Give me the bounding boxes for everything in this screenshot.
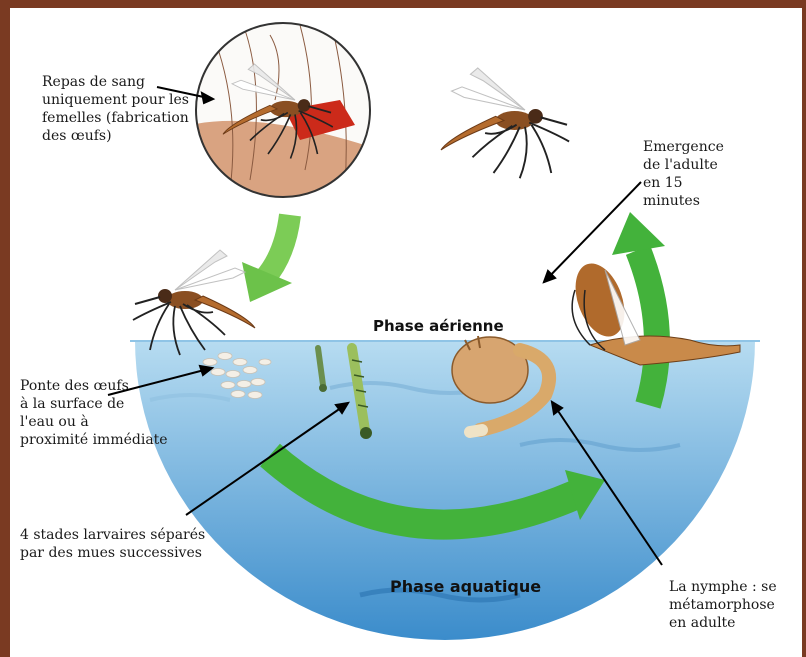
label-emergence: Emergence de l'adulte en 15 minutes: [643, 138, 724, 210]
phase-aquatic-title: Phase aquatique: [390, 577, 541, 596]
adult-mosquito-flying: [441, 68, 569, 178]
label-blood-meal: Repas de sang uniquement pour les femell…: [42, 73, 189, 145]
phase-aerial-title: Phase aérienne: [373, 317, 504, 335]
female-mosquito-laying: [133, 250, 255, 355]
label-egg-laying: Ponte des œufs à la surface de l'eau ou …: [20, 377, 168, 449]
right-cycle-arrow: [638, 250, 657, 405]
left-cycle-arrow: [265, 215, 290, 278]
label-pupa: La nymphe : se métamorphose en adulte: [669, 578, 777, 632]
label-larvae: 4 stades larvaires séparés par des mues …: [20, 526, 205, 562]
blood-meal-zoom: [190, 23, 380, 210]
